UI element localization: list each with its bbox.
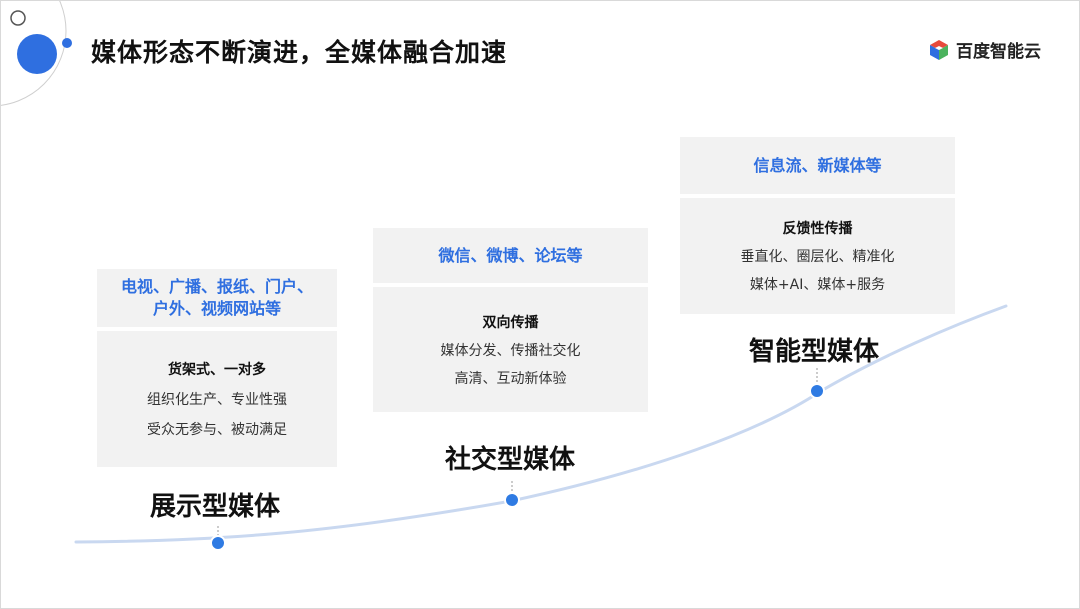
stage-card-smart: 信息流、新媒体等 反馈性传播 垂直化、圈层化、精准化 媒体+AI、媒体+服务: [680, 137, 955, 314]
channels-line: 户外、视频网站等: [152, 299, 281, 318]
decorative-circles: [1, 1, 72, 106]
stage-point-2: [504, 492, 520, 508]
brand-logo: 百度智能云: [928, 37, 1041, 62]
feature-line: 垂直化、圈层化、精准化: [740, 249, 895, 265]
stage-channels: 微信、微博、论坛等: [373, 228, 648, 283]
logo-text: 百度智能云: [956, 42, 1041, 62]
stage-features: 双向传播 媒体分发、传播社交化 高清、互动新体验: [373, 287, 648, 412]
stage-features: 货架式、一对多 组织化生产、专业性强 受众无参与、被动满足: [97, 331, 337, 467]
page-title: 媒体形态不断演进，全媒体融合加速: [91, 38, 508, 67]
stage-channels: 电视、广播、报纸、门户、 户外、视频网站等: [97, 269, 337, 327]
channels-line: 微信、微博、论坛等: [438, 245, 583, 265]
feature-line: 媒体分发、传播社交化: [440, 342, 581, 359]
stage-features: 反馈性传播 垂直化、圈层化、精准化 媒体+AI、媒体+服务: [680, 198, 955, 314]
stage-mode: 货架式、一对多: [168, 362, 266, 378]
channels-line: 信息流、新媒体等: [753, 155, 882, 175]
stage-label-social: 社交型媒体: [445, 445, 576, 475]
channels-line: 电视、广播、报纸、门户、: [120, 277, 313, 296]
stage-card-display: 电视、广播、报纸、门户、 户外、视频网站等 货架式、一对多 组织化生产、专业性强…: [97, 269, 337, 467]
stage-mode: 双向传播: [482, 314, 539, 331]
stage-label-display: 展示型媒体: [150, 492, 281, 522]
feature-line: 高清、互动新体验: [454, 370, 567, 387]
feature-line: 组织化生产、专业性强: [147, 392, 287, 408]
cube-logo-icon: [930, 39, 948, 60]
stage-point-1: [210, 535, 226, 551]
feature-line: 受众无参与、被动满足: [147, 422, 287, 438]
stage-channels: 信息流、新媒体等: [680, 137, 955, 194]
stage-label-smart: 智能型媒体: [749, 337, 880, 367]
stage-mode: 反馈性传播: [782, 221, 853, 237]
feature-line: 媒体+AI、媒体+服务: [749, 277, 886, 293]
stage-card-social: 微信、微博、论坛等 双向传播 媒体分发、传播社交化 高清、互动新体验: [373, 228, 648, 412]
stage-point-3: [809, 383, 825, 399]
